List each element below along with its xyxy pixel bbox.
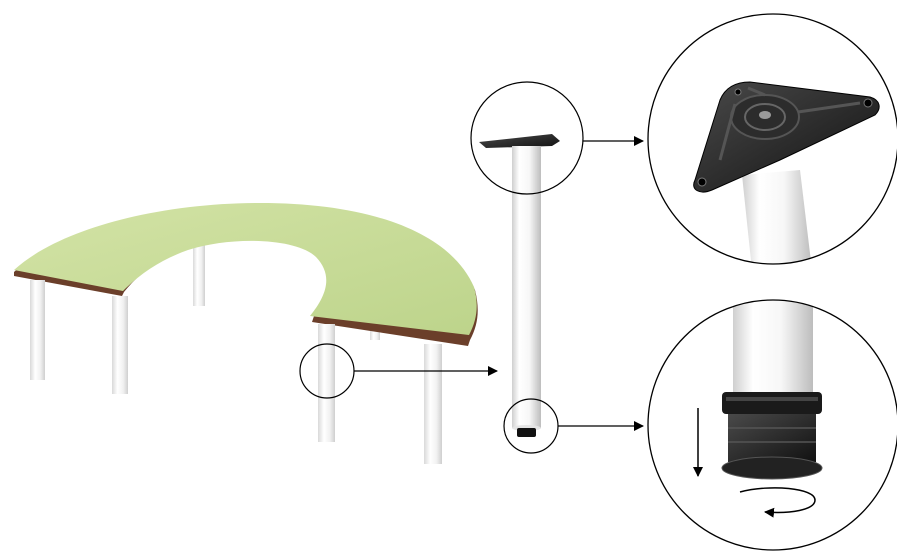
table-leg-front-left xyxy=(30,280,45,380)
table-leg-front-center xyxy=(112,296,128,394)
table-leg xyxy=(471,82,643,453)
tabletop-surface xyxy=(14,203,477,335)
detail-foot-collar-highlight xyxy=(726,397,818,401)
detail-top-pole xyxy=(742,170,812,270)
table-leg-front-right-a xyxy=(318,324,335,442)
leveling-foot-detail xyxy=(648,295,897,550)
table-leg-back-left xyxy=(193,238,205,306)
top-bracket-detail xyxy=(648,14,897,270)
detail-foot-collar xyxy=(722,392,822,414)
detail-bracket-hole-2 xyxy=(864,99,872,107)
leg-top-bracket xyxy=(479,134,560,148)
u-shaped-table xyxy=(14,203,478,464)
table-leg-front-right-b xyxy=(424,344,442,464)
leg-foot xyxy=(517,428,536,437)
detail-bracket-hole-1 xyxy=(698,178,706,186)
leg-pole xyxy=(512,146,541,428)
detail-bracket-hole-3 xyxy=(735,89,741,95)
rotate-arrow-icon xyxy=(740,488,815,513)
detail-bracket-screw xyxy=(759,111,771,119)
detail-foot-base xyxy=(722,457,822,479)
detail-bottom-pole xyxy=(733,295,813,395)
detail-foot-body xyxy=(728,414,816,462)
